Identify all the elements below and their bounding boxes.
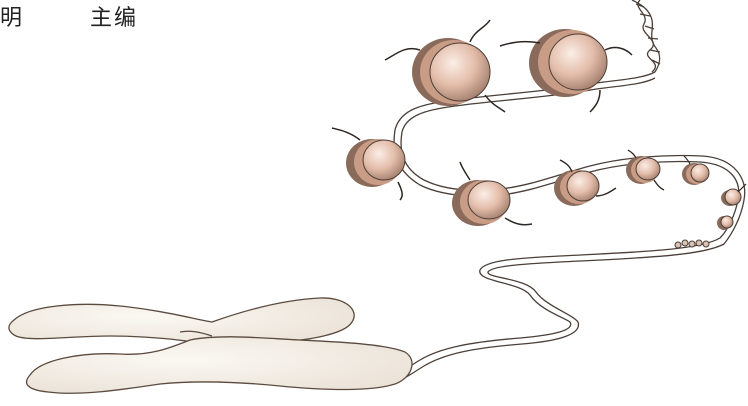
dna-double-helix xyxy=(632,0,660,72)
chromosome xyxy=(9,298,412,393)
nucleosome xyxy=(452,162,532,226)
nucleosome xyxy=(385,20,505,112)
caption-fragment-left: 明 xyxy=(0,0,24,32)
nucleosome xyxy=(717,216,733,230)
bead-cluster xyxy=(675,240,709,248)
chromatid-lower xyxy=(27,337,412,393)
nucleosome xyxy=(721,184,746,206)
chromatin-fiber xyxy=(394,72,745,378)
nucleosome xyxy=(500,29,632,112)
nucleosome xyxy=(682,156,709,185)
caption-fragment-right: 主编 xyxy=(90,0,138,32)
chromatid-upper xyxy=(9,298,354,345)
